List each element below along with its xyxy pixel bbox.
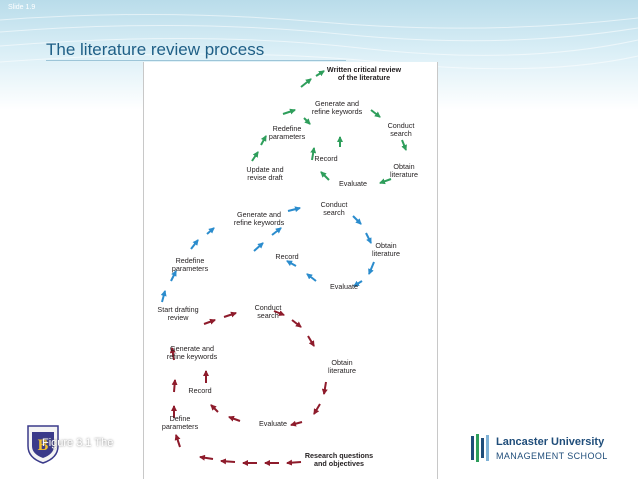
red-conduct-search-node: Conduct search bbox=[254, 303, 282, 321]
title-underline bbox=[46, 60, 346, 61]
lancaster-logo: Lancaster University MANAGEMENT SCHOOL bbox=[470, 432, 620, 466]
svg-text:B: B bbox=[38, 437, 49, 454]
university-crest-logo: B bbox=[27, 425, 59, 464]
lancaster-name: Lancaster University bbox=[496, 436, 605, 448]
page-title: The literature review process bbox=[46, 40, 265, 59]
lancaster-school: MANAGEMENT SCHOOL bbox=[496, 451, 608, 461]
red-record-node: Record bbox=[188, 386, 212, 395]
lancaster-crest-icon bbox=[471, 434, 489, 462]
background-wave-lines bbox=[0, 13, 638, 70]
green-conduct-search-node: Conduct search bbox=[387, 121, 415, 139]
written-review-node: Written critical review of the literatur… bbox=[326, 65, 402, 83]
green-redefine-parameters-node: Redefine parameters bbox=[268, 124, 306, 142]
figure-caption: Figure 3.1 The bbox=[42, 437, 114, 449]
red-obtain-literature-node: Obtain literature bbox=[328, 358, 356, 376]
blue-record-node: Record bbox=[275, 252, 299, 261]
blue-obtain-literature-node: Obtain literature bbox=[372, 241, 400, 259]
red-cycle-arrows bbox=[169, 310, 328, 466]
red-generate-keywords-node: Generate and refine keywords bbox=[166, 344, 218, 362]
green-cycle-arrows bbox=[251, 70, 407, 185]
literature-review-diagram: Written critical review of the literatur… bbox=[143, 62, 438, 479]
red-evaluate-node: Evaluate bbox=[259, 419, 287, 428]
research-questions-node: Research questions and objectives bbox=[304, 451, 374, 469]
blue-redefine-parameters-node: Redefine parameters bbox=[171, 256, 209, 274]
green-evaluate-node: Evaluate bbox=[339, 179, 367, 188]
green-record-node: Record bbox=[314, 154, 338, 163]
blue-evaluate-node: Evaluate bbox=[330, 282, 358, 291]
slide-number: Slide 1.9 bbox=[8, 4, 36, 11]
green-update-draft-node: Update and revise draft bbox=[246, 165, 284, 183]
green-generate-keywords-node: Generate and refine keywords bbox=[311, 99, 363, 117]
blue-conduct-search-node: Conduct search bbox=[320, 200, 348, 218]
start-drafting-review-node: Start drafting review bbox=[157, 305, 199, 323]
blue-cycle-arrows bbox=[160, 206, 375, 303]
diagram-arrows bbox=[160, 70, 407, 466]
green-obtain-literature-node: Obtain literature bbox=[390, 162, 418, 180]
blue-generate-keywords-node: Generate and refine keywords bbox=[233, 210, 285, 228]
red-define-parameters-node: Define parameters bbox=[161, 414, 199, 432]
